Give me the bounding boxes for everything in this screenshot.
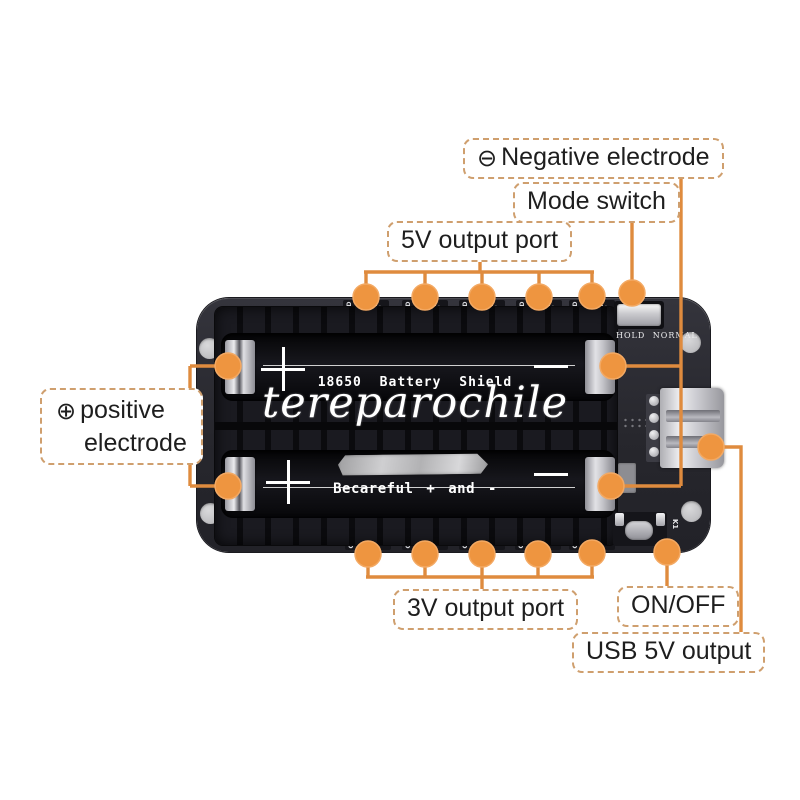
callout-line-3v-output bbox=[366, 555, 594, 590]
label-3v-output-text: 3V output port bbox=[407, 594, 565, 622]
battery-holder: 18650 Battery Shield Becareful + and - bbox=[215, 307, 617, 545]
positive-contact-bottom bbox=[225, 457, 255, 511]
button-pin bbox=[615, 513, 624, 526]
silkscreen-line bbox=[263, 487, 575, 488]
label-positive-line2: electrode bbox=[84, 428, 187, 457]
usb-a-connector[interactable] bbox=[646, 388, 724, 468]
silkscreen-line bbox=[263, 365, 575, 366]
label-negative-electrode: ⊖Negative electrode bbox=[463, 138, 724, 180]
test-point-grid bbox=[622, 417, 648, 429]
label-on-off: ON/OFF bbox=[617, 586, 740, 628]
minus-silkscreen-bottom bbox=[534, 473, 568, 476]
mode-switch-component[interactable] bbox=[614, 301, 664, 329]
usb-solder-pin bbox=[649, 413, 659, 423]
board-warning-text: Becareful + and - bbox=[333, 481, 497, 497]
minus-circle-icon: ⊖ bbox=[477, 145, 498, 172]
plus-circle-icon: ⊕ bbox=[56, 398, 77, 425]
label-positive-line1: ⊕positive bbox=[56, 394, 187, 427]
mode-switch-slider[interactable] bbox=[617, 304, 661, 326]
callout-line-5v-output bbox=[364, 259, 594, 292]
minus-silkscreen-top bbox=[534, 365, 568, 368]
plus-silkscreen-bottom bbox=[266, 460, 310, 504]
label-mode-switch: Mode switch bbox=[513, 182, 680, 224]
label-negative-electrode-text: Negative electrode bbox=[501, 143, 710, 171]
button-pin bbox=[656, 513, 665, 526]
label-5v-output-port: 5V output port bbox=[387, 221, 573, 263]
label-mode-switch-text: Mode switch bbox=[527, 187, 666, 215]
label-5v-output-text: 5V output port bbox=[401, 226, 559, 254]
negative-contact-bottom bbox=[585, 457, 615, 511]
hold-normal-silkscreen: HOLD NORMAL bbox=[616, 331, 698, 340]
label-positive-text: positive bbox=[80, 396, 165, 424]
plus-silkscreen-top bbox=[261, 347, 305, 391]
label-3v-output-port: 3V output port bbox=[393, 589, 579, 631]
label-usb-5v-output: USB 5V output bbox=[572, 632, 766, 674]
smd-pad bbox=[618, 463, 636, 493]
label-positive-electrode: ⊕positive electrode bbox=[40, 388, 203, 465]
label-on-off-text: ON/OFF bbox=[631, 591, 726, 619]
usb-solder-pin bbox=[649, 430, 659, 440]
mounting-hole-bottom-right bbox=[681, 501, 702, 522]
label-usb-5v-text: USB 5V output bbox=[586, 637, 752, 665]
usb-solder-pin bbox=[649, 396, 659, 406]
on-off-button-cap[interactable] bbox=[625, 521, 653, 540]
scratched-label-area bbox=[338, 453, 488, 477]
board-title: 18650 Battery Shield bbox=[317, 375, 513, 390]
mounting-hole-top-right bbox=[680, 332, 701, 353]
k1-silkscreen: K1 bbox=[671, 518, 680, 530]
on-off-button-component[interactable] bbox=[613, 512, 667, 546]
usb-solder-pin bbox=[649, 447, 659, 457]
usb-connector-shell bbox=[660, 388, 724, 468]
watermark-text: tereparochile bbox=[261, 378, 569, 428]
